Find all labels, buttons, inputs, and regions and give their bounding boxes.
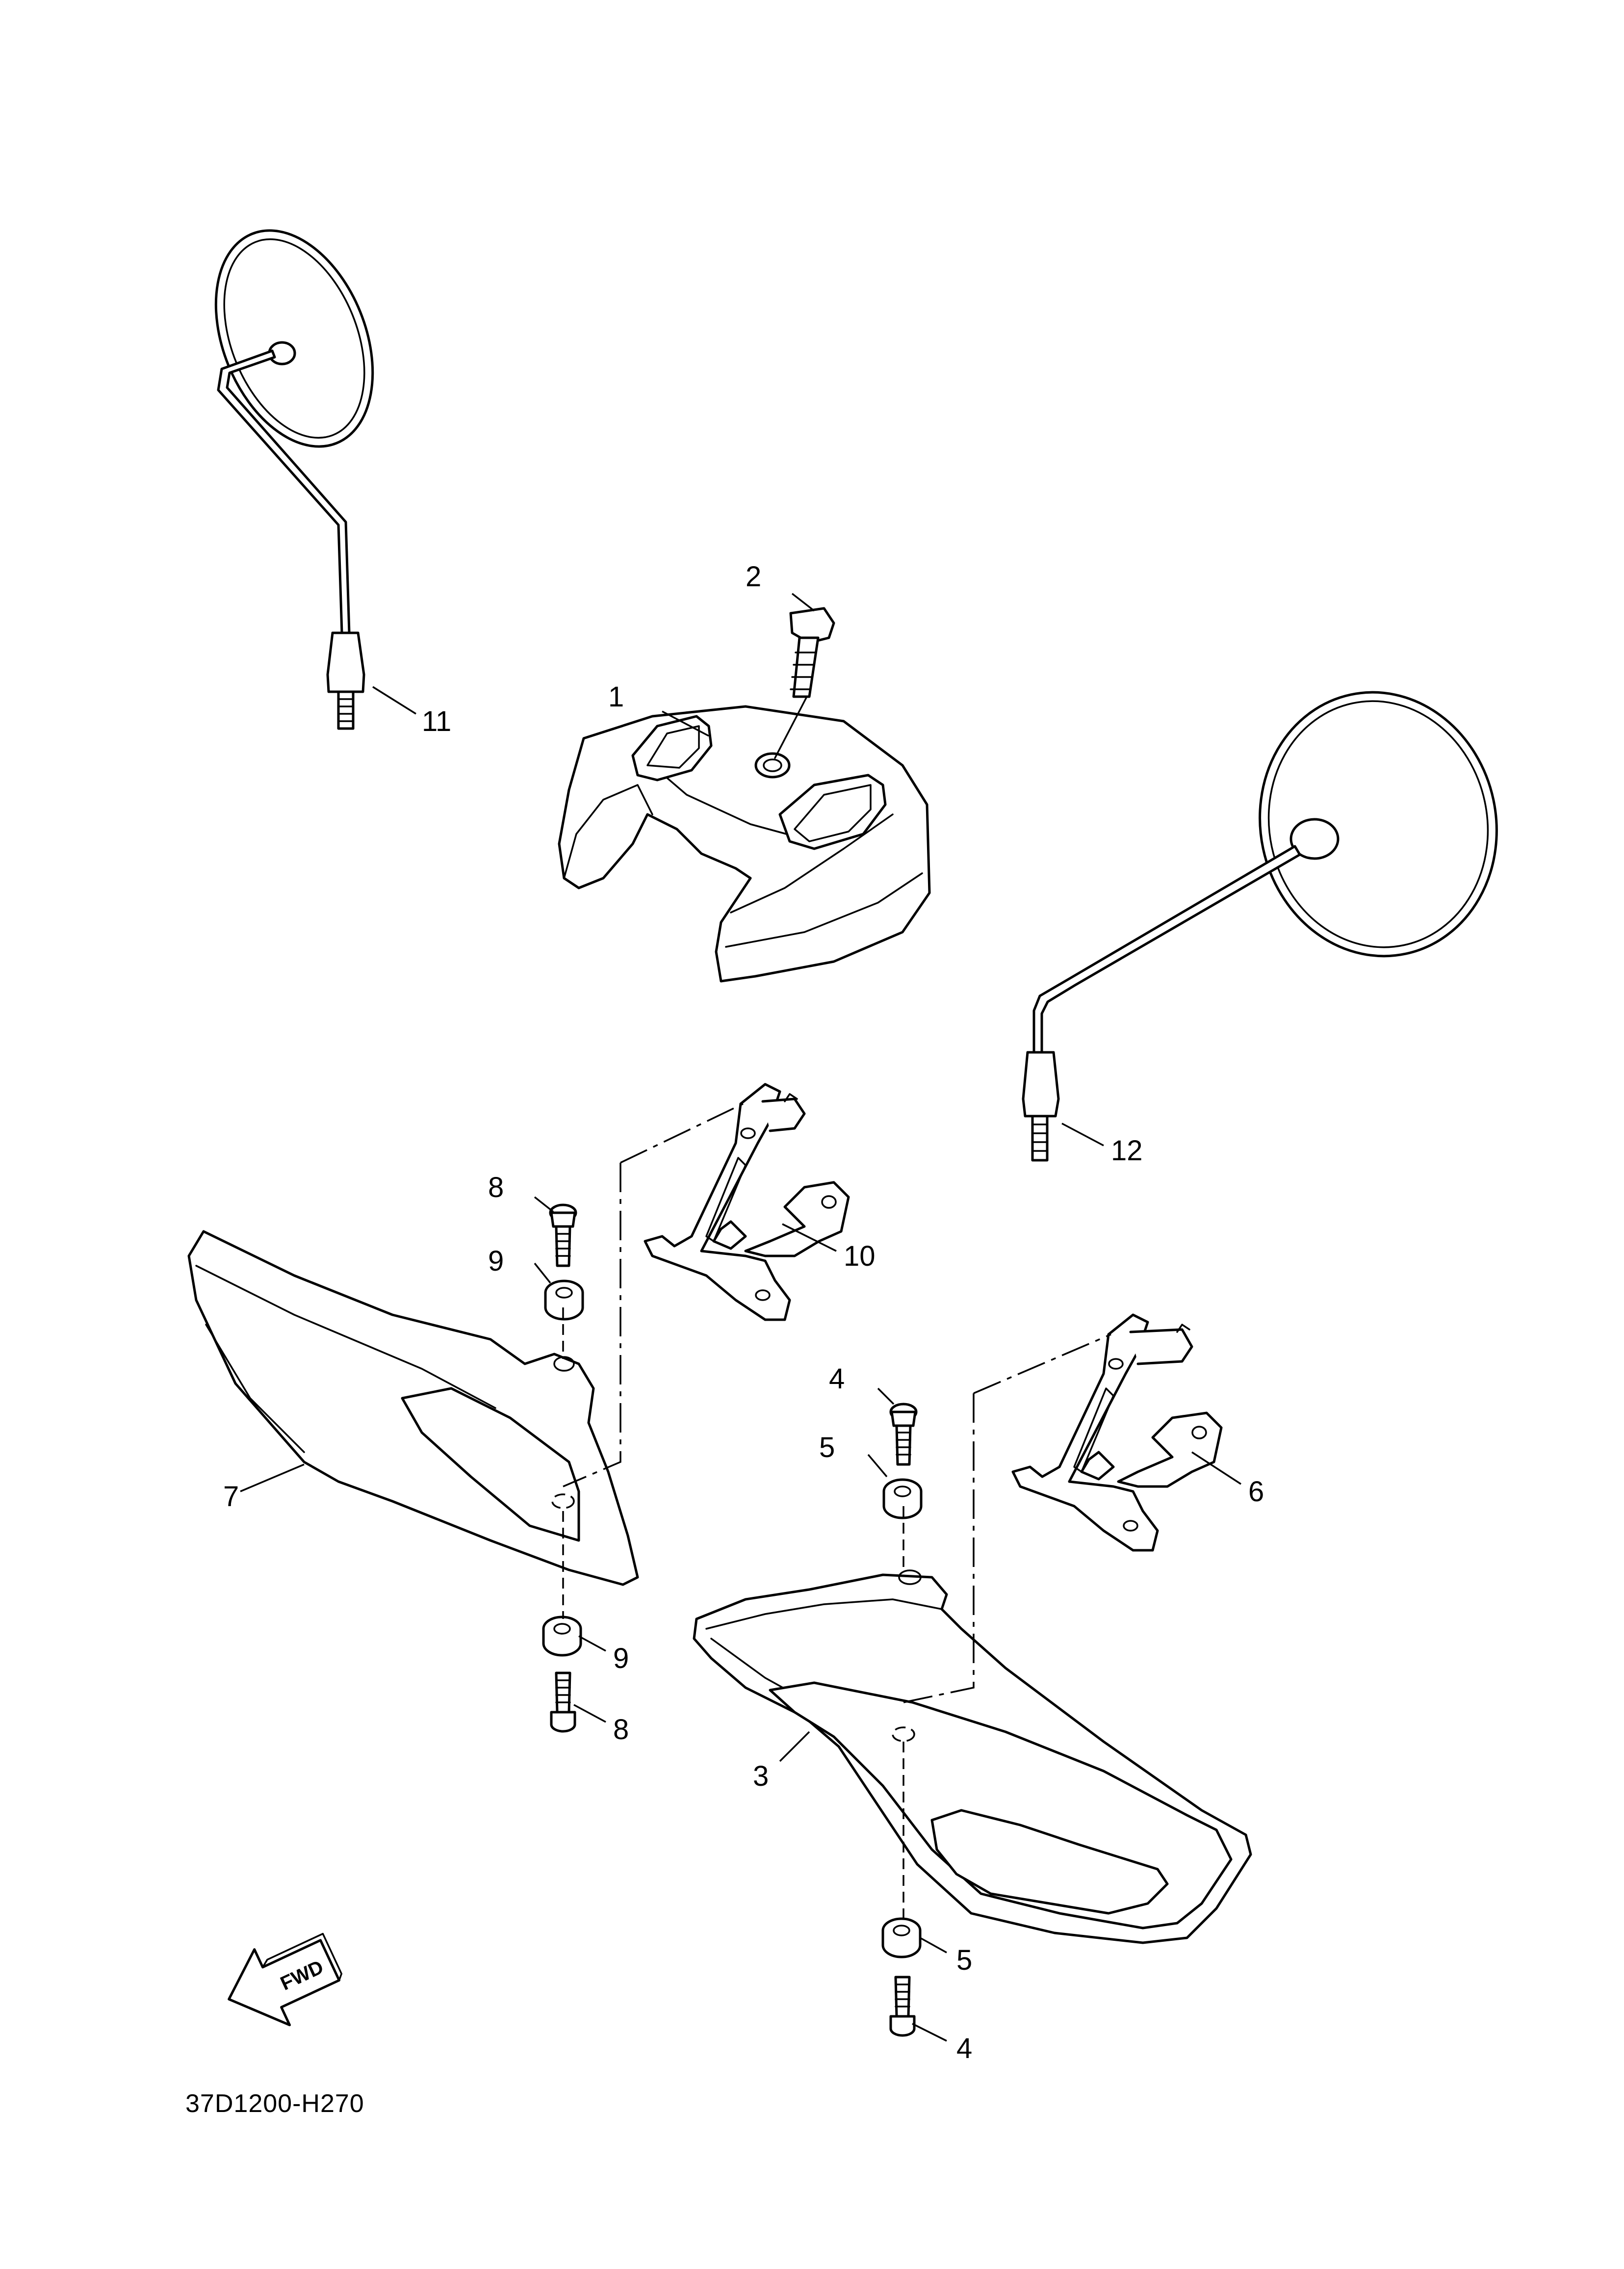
callout-5-lower: 5	[956, 1944, 972, 1976]
callout-10: 10	[844, 1240, 876, 1272]
callout-4-lower: 4	[956, 2033, 972, 2064]
drawing-code: 37D1200-H270	[185, 2089, 364, 2118]
bracket-left[interactable]	[644, 1083, 850, 1321]
leader-lines	[240, 593, 1241, 2042]
assembly-lines	[562, 1103, 1111, 1919]
callout-3: 3	[753, 1760, 769, 1792]
callout-12: 12	[1111, 1135, 1143, 1167]
screw-4-lower[interactable]	[889, 1976, 916, 2037]
front-cover[interactable]	[558, 705, 931, 983]
callout-numbers: 1 2 11 12 10 6 8 9 7 9 8 4 5 3 5 4	[223, 561, 1264, 2064]
mirror-left[interactable]	[186, 207, 402, 730]
screw-cover[interactable]	[774, 607, 835, 759]
side-panel-right[interactable]	[693, 1569, 1252, 1944]
callout-8-upper: 8	[488, 1172, 504, 1203]
collar-5-upper[interactable]	[882, 1478, 923, 1519]
collar-5-lower[interactable]	[881, 1917, 922, 1958]
forward-arrow-icon: FWD	[228, 1932, 343, 2027]
washer-9-upper[interactable]	[544, 1279, 584, 1321]
washer-9-lower[interactable]	[542, 1616, 582, 1657]
screw-8-lower[interactable]	[550, 1671, 576, 1733]
screw-8-upper[interactable]	[549, 1203, 577, 1267]
mirror-right[interactable]	[1022, 670, 1521, 1162]
callout-5-upper: 5	[819, 1432, 835, 1463]
callout-4-upper: 4	[829, 1363, 845, 1395]
callout-1: 1	[608, 681, 624, 713]
callout-2: 2	[746, 561, 761, 593]
callout-9-upper: 9	[488, 1245, 504, 1277]
callout-9-lower: 9	[613, 1643, 629, 1674]
callout-8-lower: 8	[613, 1714, 629, 1746]
bracket-right[interactable]	[1011, 1313, 1223, 1552]
side-panel-left[interactable]	[187, 1230, 639, 1586]
callout-6: 6	[1248, 1476, 1264, 1508]
callout-11: 11	[422, 705, 451, 737]
callout-7: 7	[223, 1481, 239, 1513]
screw-4-upper[interactable]	[889, 1403, 918, 1466]
